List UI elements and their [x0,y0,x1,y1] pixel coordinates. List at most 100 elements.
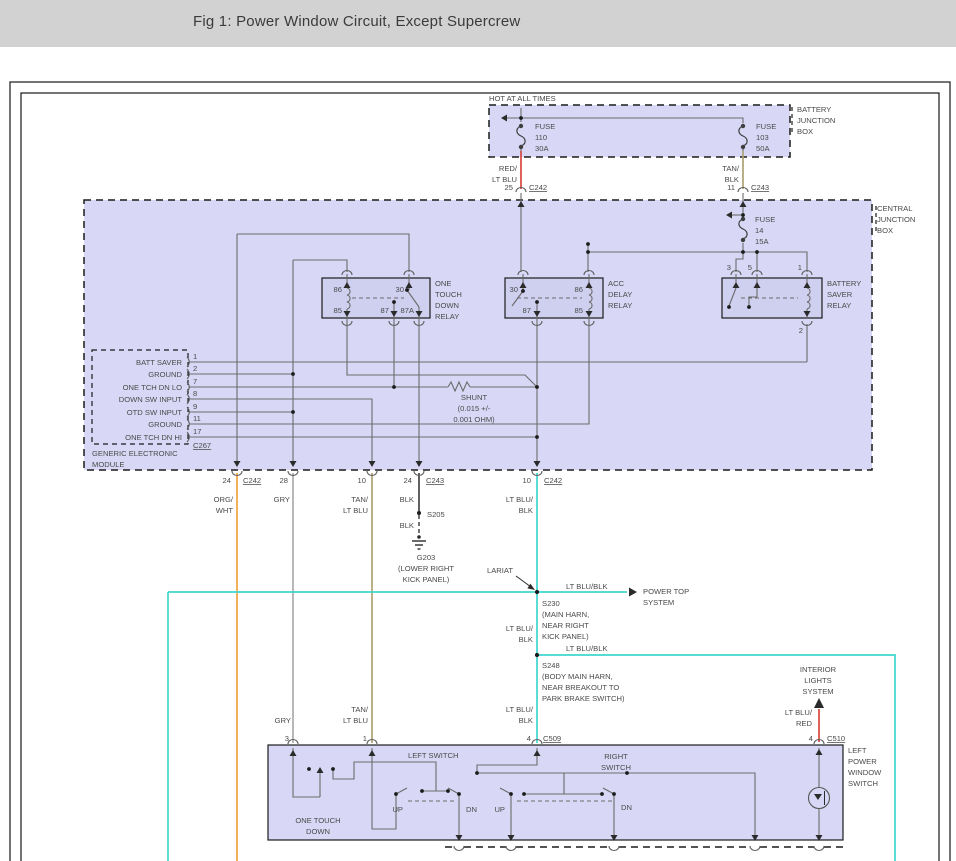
acc-relay-label-1: ACC [608,279,625,288]
otd-pin-85: 85 [334,306,342,315]
bsr-pin-3: 3 [727,263,731,272]
tan-blk-label-1: TAN/ [722,164,740,173]
right-switch-label-1: RIGHT [604,752,628,761]
switch-internals [292,748,820,836]
gem-pin-name-4: DOWN SW INPUT [119,395,183,404]
lariat-pointer [515,575,535,590]
cjb-pin-10a: 10 [358,476,366,485]
gem-pin-num-7: 17 [193,427,201,436]
otd-relay-label-4: RELAY [435,312,459,321]
blk-label-1: BLK [400,495,414,504]
gem-pin-name-2: GROUND [148,370,182,379]
gem-pin-num-1: 1 [193,352,197,361]
interior-lights-label-2: LIGHTS [804,676,831,685]
bsr-pin-2: 2 [799,326,803,335]
tan-blk-label-2: BLK [725,175,739,184]
ltblu-blk-label-bottom-1: LT BLU/ [506,705,534,714]
gry-label-bottom: GRY [275,716,291,725]
cjb-pin-10b: 10 [523,476,531,485]
left-switch-label: LEFT SWITCH [408,751,459,760]
g203-ground-symbol [412,535,426,550]
s205-label: S205 [427,510,445,519]
left-up-label: UP [392,805,403,814]
ltblu-blk-label-top-2: BLK [519,506,533,515]
bjb-label-3: BOX [797,127,813,136]
gem-pin-num-3: 7 [193,377,197,386]
illumination-lamp-inner [814,791,825,805]
bjb-label-2: JUNCTION [797,116,835,125]
power-top-arrow-icon [629,587,637,597]
pin-11: 11 [727,183,735,192]
s248-label-3: NEAR BREAKOUT TO [542,683,619,692]
gem-pin-name-7: ONE TCH DN HI [125,433,182,442]
one-touch-down-label-2: DOWN [306,827,330,836]
ltblu-blk-label-mid-2: BLK [519,635,533,644]
junction-dots [291,116,759,796]
gem-pin-name-3: ONE TCH DN LO [123,383,182,392]
tan-ltblu-label-top-2: LT BLU [343,506,368,515]
left-power-window-switch-box [267,744,844,841]
fuse-symbols [516,123,748,243]
fuse14-line2: 14 [755,226,763,235]
lpws-label-4: SWITCH [848,779,878,788]
cjb-pin-24a: 24 [223,476,231,485]
gem-pin-name-5: OTD SW INPUT [127,408,183,417]
battery-junction-box [488,104,791,158]
tan-ltblu-label-bottom-2: LT BLU [343,716,368,725]
diagram-frame [9,81,951,861]
shunt-label-1: SHUNT [461,393,488,402]
gem-label-2: MODULE [92,460,125,469]
gem-pin-num-2: 2 [193,364,197,373]
g203-label-1: G203 [417,553,436,562]
otd-pin-87: 87 [381,306,389,315]
acc-pin-85: 85 [575,306,583,315]
bsr-relay-label-3: RELAY [827,301,851,310]
right-up-label: UP [494,805,505,814]
g203-label-3: KICK PANEL) [403,575,450,584]
switch-pin-3: 3 [285,734,289,743]
otd-pin-87a: 87A [400,306,414,315]
hot-at-all-times-label: HOT AT ALL TIMES [489,94,556,103]
power-top-label-1: POWER TOP [643,587,689,596]
fuse14-line3: 15A [755,237,769,246]
interior-lights-label-1: INTERIOR [800,665,837,674]
gem-pin-name-1: BATT SAVER [136,358,183,367]
gem-pin-num-5: 9 [193,402,197,411]
conn-c243-top: C243 [751,183,769,192]
lariat-label: LARIAT [487,566,513,575]
gem-pin-num-6: 11 [193,414,201,423]
shunt-label-2: (0.015 +/- [458,404,491,413]
interior-lights-label-3: SYSTEM [802,687,833,696]
s230-label-2: (MAIN HARN, [542,610,589,619]
fuse110-line3: 30A [535,144,549,153]
power-top-label-2: SYSTEM [643,598,674,607]
label-brackets [791,107,877,232]
cjb-conn-c242a: C242 [243,476,261,485]
cjb-label-1: CENTRAL [877,204,912,213]
flow-arrows [233,114,824,841]
generic-electronic-module-box [91,349,189,445]
s230-label-1: S230 [542,599,560,608]
cjb-conn-c242b: C242 [544,476,562,485]
gem-pin-num-4: 8 [193,389,197,398]
connector-arcs [186,187,825,851]
cjb-pin-24b: 24 [404,476,412,485]
acc-relay-label-3: RELAY [608,301,632,310]
fuse103-line3: 50A [756,144,770,153]
lpws-label-3: WINDOW [848,768,882,777]
cjb-label-3: BOX [877,226,893,235]
tan-ltblu-label-bottom-1: TAN/ [351,705,369,714]
ltblu-blk-inline-1: LT BLU/BLK [566,582,608,591]
right-dn-label: DN [621,803,632,812]
interior-lights-arrow-icon [814,698,824,708]
fuse110-line1: FUSE [535,122,555,131]
g203-label-2: (LOWER RIGHT [398,564,454,573]
cjb-conn-c243b: C243 [426,476,444,485]
lpws-label-2: POWER [848,757,877,766]
switch-pin-1: 1 [363,734,367,743]
switch-pin-4b: 4 [809,734,813,743]
cjb-pin-28: 28 [280,476,288,485]
s248-label-1: S248 [542,661,560,670]
